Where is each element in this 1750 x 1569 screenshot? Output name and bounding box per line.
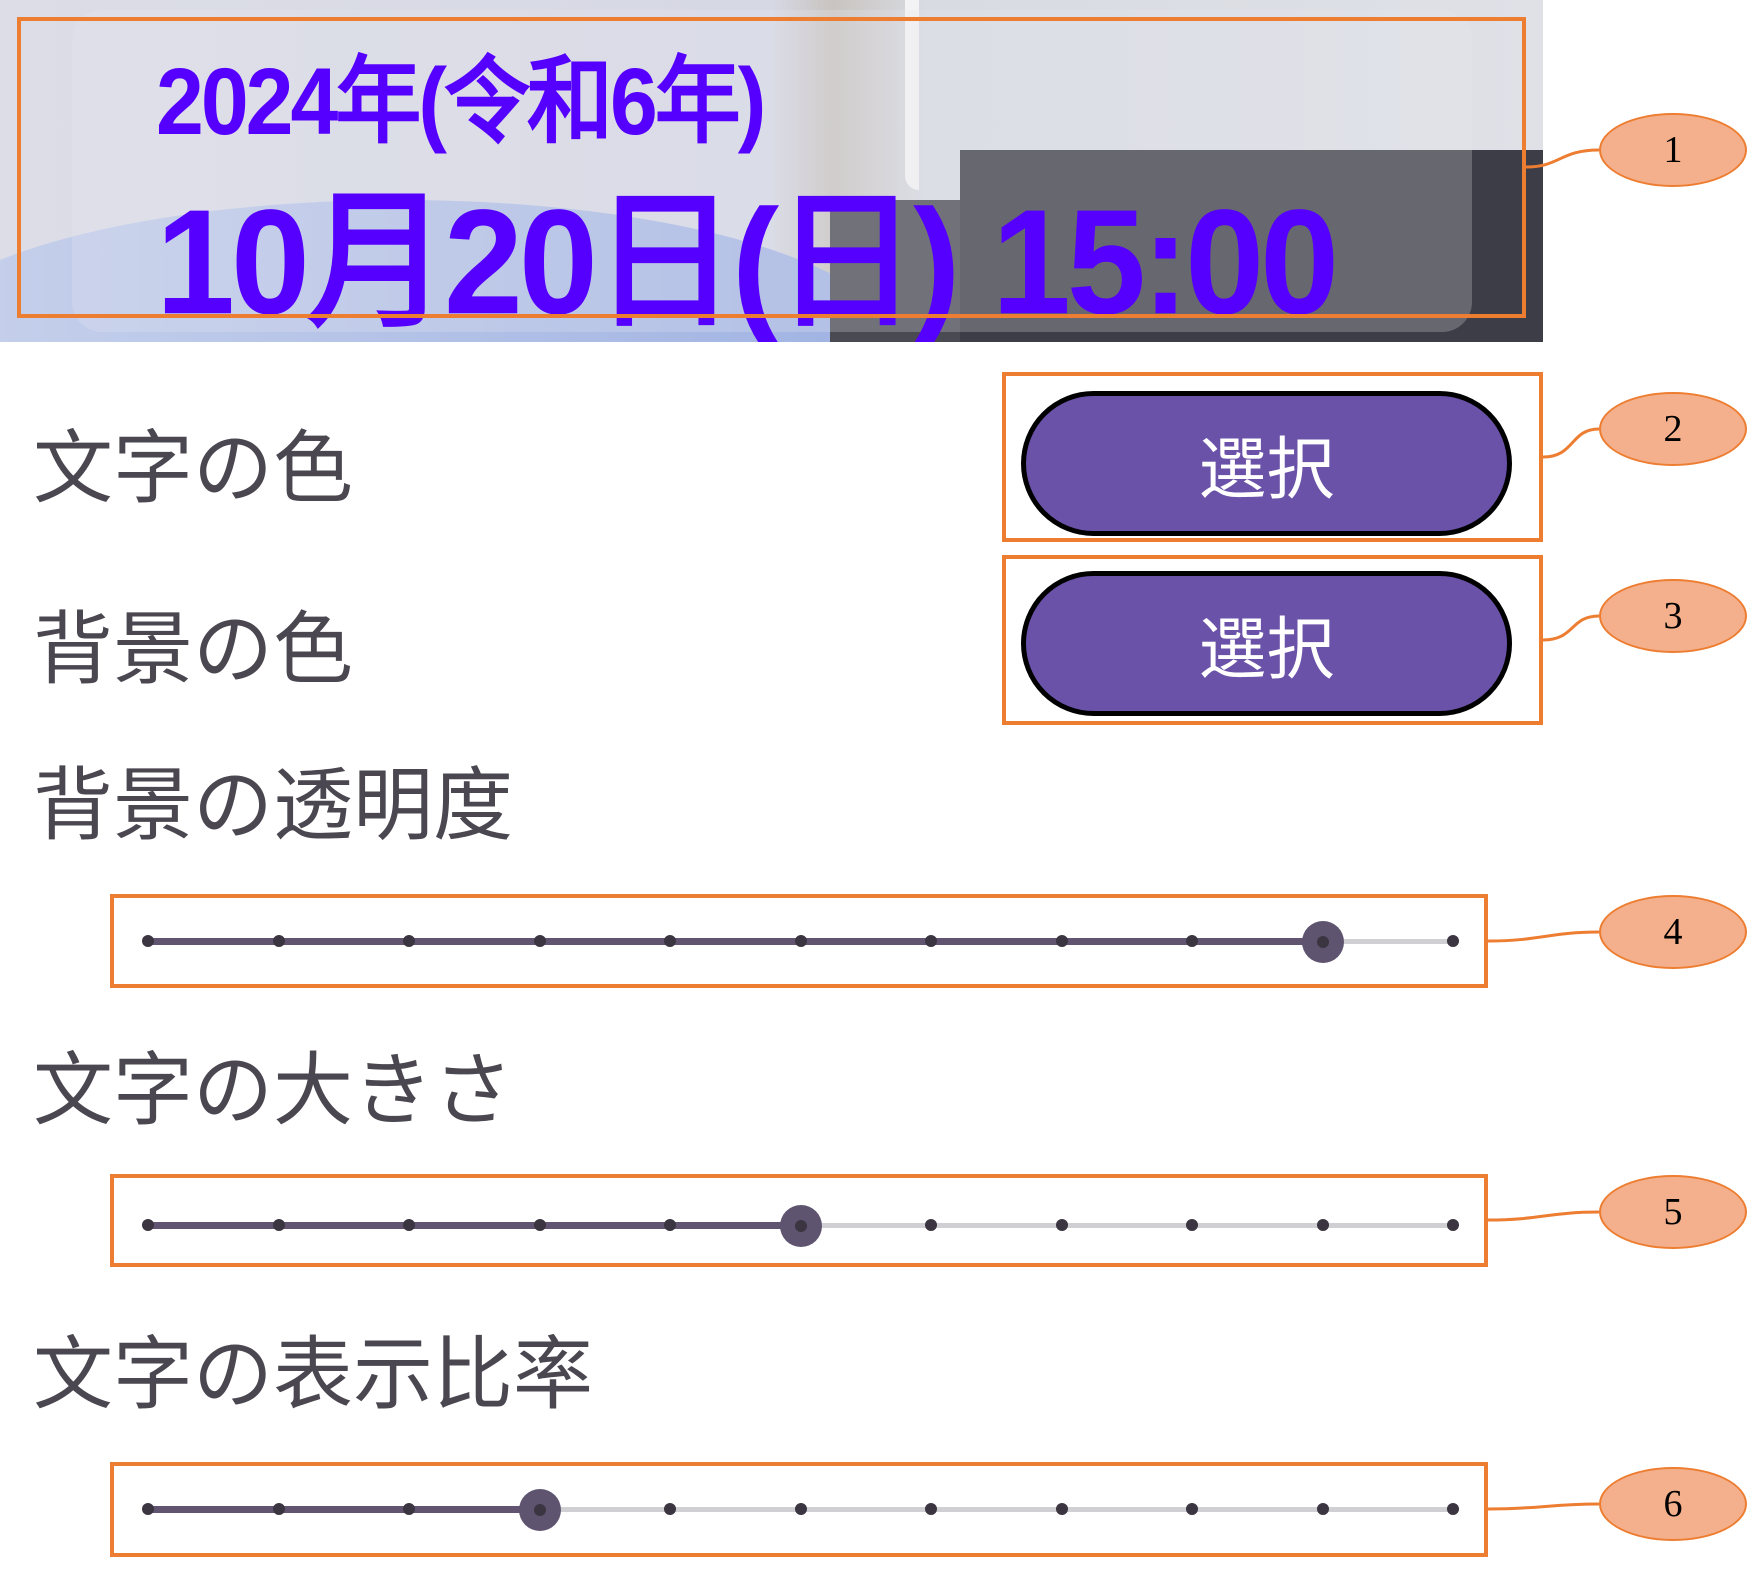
slider-tick — [664, 935, 676, 947]
slider-tick — [272, 1503, 285, 1515]
slider-tick — [142, 1219, 154, 1231]
text-color-select-button[interactable]: 選択 — [1021, 391, 1512, 536]
callout-1: 1 — [1599, 113, 1747, 187]
connector-4 — [1487, 930, 1600, 943]
slider-tick — [1186, 1219, 1198, 1231]
bg-opacity-label: 背景の透明度 — [33, 759, 513, 852]
slider-tick — [925, 1503, 937, 1515]
slider-tick — [142, 935, 154, 947]
slider-thumb[interactable] — [1301, 921, 1344, 963]
connector-5 — [1487, 1210, 1600, 1222]
callout-4: 4 — [1599, 895, 1747, 969]
bg-opacity-slider[interactable] — [142, 921, 1459, 963]
slider-tick — [1186, 1503, 1198, 1515]
annotation-box-3 — [1002, 555, 1543, 725]
slider-tick — [272, 1219, 285, 1231]
bg-color-select-button[interactable]: 選択 — [1021, 571, 1512, 716]
callout-6: 6 — [1599, 1467, 1747, 1541]
text-ratio-label: 文字の表示比率 — [33, 1328, 593, 1421]
bg-color-label: 背景の色 — [33, 603, 353, 696]
slider-tick — [925, 935, 937, 947]
connector-1 — [1525, 148, 1600, 169]
slider-tick — [794, 1503, 807, 1515]
year-text: 2024年(令和6年) — [156, 49, 766, 155]
callout-3: 3 — [1599, 579, 1747, 653]
slider-tick — [1186, 935, 1198, 947]
slider-tick — [403, 1219, 415, 1231]
preview-overlay — [72, 10, 1472, 332]
annotation-box-6 — [110, 1462, 1488, 1557]
slider-tick — [1055, 1219, 1068, 1231]
slider-tick — [403, 935, 415, 947]
callout-5: 5 — [1599, 1175, 1747, 1249]
slider-fill — [148, 1222, 801, 1229]
slider-tick — [1447, 1503, 1459, 1515]
slider-tick — [664, 1219, 676, 1231]
slider-tick — [533, 935, 546, 947]
slider-tick — [664, 1503, 676, 1515]
slider-tick — [1316, 1219, 1329, 1231]
slider-tick — [533, 1219, 546, 1231]
connector-6 — [1487, 1502, 1600, 1511]
text-ratio-slider[interactable] — [142, 1489, 1459, 1531]
slider-tick — [1055, 1503, 1068, 1515]
slider-tick — [794, 935, 807, 947]
annotation-box-1 — [17, 17, 1526, 318]
slider-tick — [142, 1503, 154, 1515]
slider-tick — [1316, 1503, 1329, 1515]
slider-fill — [148, 938, 1323, 945]
annotation-box-5 — [110, 1174, 1488, 1267]
slider-thumb[interactable] — [518, 1489, 561, 1531]
slider-tick — [403, 1503, 415, 1515]
slider-thumb[interactable] — [779, 1205, 822, 1247]
annotation-box-2 — [1002, 372, 1543, 542]
annotation-box-4 — [110, 894, 1488, 988]
background-image-shape — [960, 150, 1543, 342]
text-color-label: 文字の色 — [33, 422, 353, 515]
slider-tick — [1447, 935, 1459, 947]
text-size-label: 文字の大きさ — [33, 1044, 513, 1137]
slider-tick — [1055, 935, 1068, 947]
slider-tick — [925, 1219, 937, 1231]
datetime-preview: 2024年(令和6年) 10月20日(日) 15:00 — [0, 0, 1543, 342]
connector-2 — [1542, 427, 1600, 459]
connector-3 — [1542, 614, 1600, 642]
slider-tick — [272, 935, 285, 947]
text-size-slider[interactable] — [142, 1205, 1459, 1247]
slider-fill — [148, 1506, 540, 1513]
callout-2: 2 — [1599, 392, 1747, 466]
background-image-shape — [905, 0, 919, 190]
background-image-shape — [830, 200, 970, 342]
slider-tick — [1447, 1219, 1459, 1231]
